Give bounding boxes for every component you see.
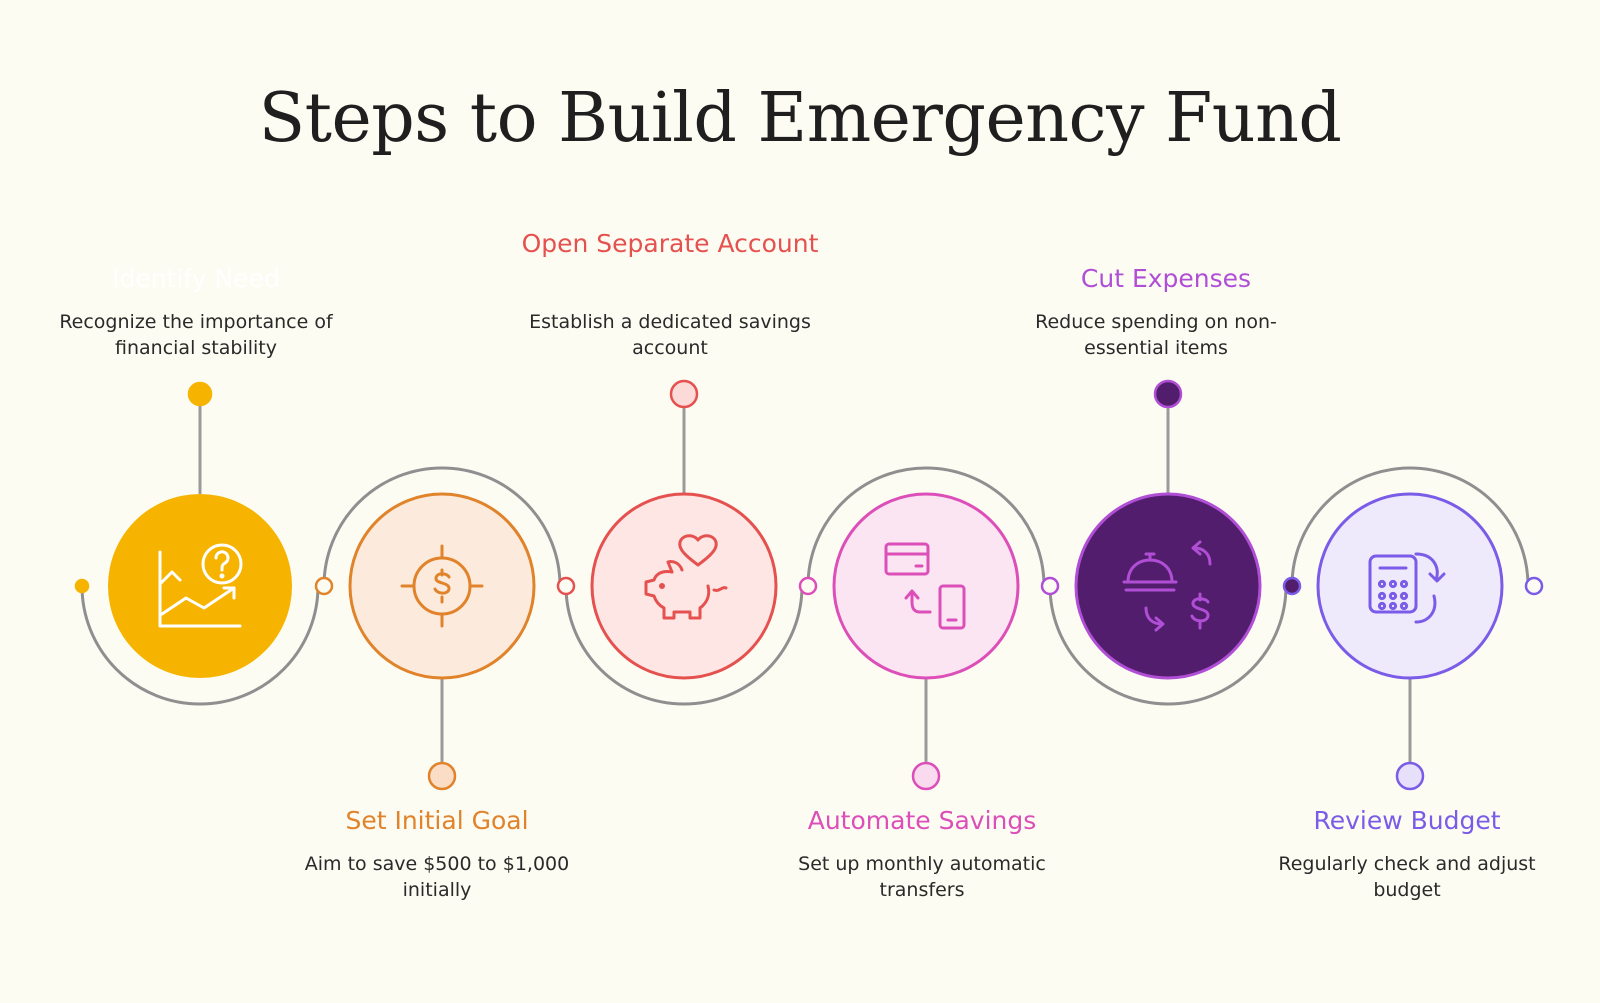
step-6-description: Regularly check and adjust budget bbox=[1278, 853, 1536, 901]
connector-arc bbox=[1048, 585, 1288, 706]
step-circle bbox=[108, 494, 292, 678]
step-6-title: Review Budget bbox=[1313, 806, 1501, 835]
junction-dot bbox=[1524, 576, 1544, 596]
connector-arc bbox=[322, 466, 562, 587]
step-end-node bbox=[1153, 379, 1183, 409]
connector-arc bbox=[806, 466, 1046, 587]
step-icons bbox=[158, 534, 1446, 632]
step-circle bbox=[1316, 492, 1504, 680]
junction-dot bbox=[1282, 576, 1302, 596]
step-circle bbox=[590, 492, 778, 680]
junction-dot bbox=[1040, 576, 1060, 596]
connector-arc bbox=[564, 585, 804, 706]
step-circles bbox=[108, 492, 1504, 680]
step-3-title: Open Separate Account bbox=[521, 229, 819, 258]
step-2-title: Set Initial Goal bbox=[345, 806, 529, 835]
cloche-dollar-icon bbox=[1122, 540, 1212, 632]
card-phone-transfer-icon bbox=[884, 542, 966, 630]
junction-dot bbox=[798, 576, 818, 596]
target-dollar-icon bbox=[400, 544, 484, 628]
step-2-description: Aim to save $500 to $1,000 initially bbox=[304, 853, 570, 901]
step-end-node bbox=[427, 761, 457, 791]
junction-dot bbox=[556, 576, 576, 596]
step-4-description: Set up monthly automatic transfers bbox=[798, 853, 1046, 901]
junction-dot bbox=[74, 578, 90, 594]
step-1-description: Recognize the importance of financial st… bbox=[59, 311, 333, 359]
step-circle bbox=[348, 492, 536, 680]
junction-dot bbox=[314, 576, 334, 596]
step-circle bbox=[1074, 492, 1262, 680]
chart-question-icon bbox=[158, 543, 243, 628]
step-circle bbox=[832, 492, 1020, 680]
step-end-node bbox=[911, 761, 941, 791]
piggy-bank-heart-icon bbox=[644, 534, 728, 620]
step-1-title: Identify Need bbox=[112, 264, 280, 293]
connector-stems bbox=[187, 379, 1425, 791]
calculator-refresh-icon bbox=[1368, 552, 1446, 624]
page-title: Steps to Build Emergency Fund bbox=[258, 79, 1342, 158]
step-end-node bbox=[1395, 761, 1425, 791]
step-4-title: Automate Savings bbox=[807, 806, 1037, 835]
step-5-description: Reduce spending on non-essential items bbox=[1035, 311, 1277, 359]
step-3-description: Establish a dedicated savings account bbox=[529, 311, 811, 359]
connector-arc bbox=[80, 585, 320, 706]
step-5-title: Cut Expenses bbox=[1080, 264, 1252, 293]
connector-arcs bbox=[74, 466, 1544, 706]
connector-arc bbox=[1290, 466, 1530, 587]
step-end-node bbox=[187, 381, 213, 407]
step-end-node bbox=[669, 379, 699, 409]
